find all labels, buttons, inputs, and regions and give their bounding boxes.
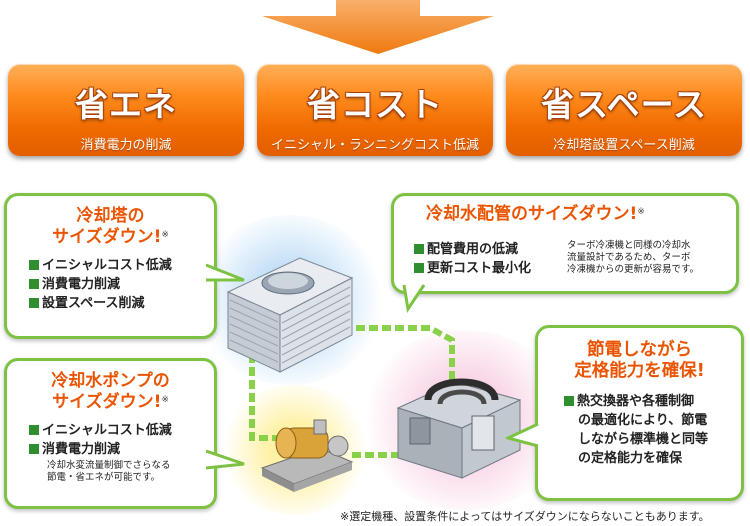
list-item: 設置スペース削減	[29, 294, 214, 313]
list-item: 消費電力削減	[29, 440, 214, 459]
header-subtitle: 冷却塔設置スペース削減	[553, 138, 695, 153]
footnote-mark: ※	[161, 395, 169, 405]
header-cost-saving: 省コスト イニシャル・ランニングコスト低減	[257, 64, 493, 156]
list-item: の定格能力を確保	[578, 451, 683, 466]
callout-pointer	[506, 422, 539, 448]
callout-pointer	[206, 449, 245, 470]
list-item: イニシャルコスト低減	[29, 421, 214, 440]
chiller-icon	[396, 378, 522, 479]
list-item: 消費電力削減	[29, 275, 214, 294]
callout-pipe: 冷却水配管のサイズダウン!※ 配管費用の低減 更新コスト最小化 ターボ冷凍機と同…	[391, 193, 739, 294]
callout-pointer	[402, 284, 426, 313]
callout-title: 冷却水ポンプの サイズダウン!※	[7, 371, 214, 413]
list-item: 更新コスト最小化	[414, 259, 531, 278]
callout-pump: 冷却水ポンプの サイズダウン!※ イニシャルコスト低減 消費電力削減 冷却水変流…	[4, 358, 217, 509]
note-line: 節電・省エネが可能です。	[47, 472, 161, 483]
callout-pointer	[206, 263, 245, 282]
callout-title-line1: 冷却水ポンプの	[51, 371, 170, 391]
callout-title: 節電しながら 定格能力を確保!	[538, 340, 741, 382]
callout-chiller: 節電しながら 定格能力を確保! 熱交換器や各種制御 の最適化により、節電 しなが…	[535, 325, 744, 501]
header-subtitle: イニシャル・ランニングコスト低減	[270, 138, 479, 153]
list-item: 熱交換器や各種制御	[564, 392, 741, 411]
note-line: 流量設計であるため、ターボ	[567, 252, 691, 263]
header-title: 省エネ	[75, 85, 177, 124]
header-subtitle: 消費電力の削減	[80, 138, 172, 153]
callout-title: 冷却塔の サイズダウン!※	[7, 206, 214, 248]
note-line: 冷凍機からの更新が容易です。	[567, 264, 700, 275]
note-line: ターボ冷凍機と同様の冷却水	[567, 240, 691, 251]
list-item: イニシャルコスト低減	[29, 256, 214, 275]
footnote-mark: ※	[161, 230, 169, 240]
list-item: しながら標準機と同等	[578, 432, 709, 447]
header-space-saving: 省スペース 冷却塔設置スペース削減	[506, 64, 742, 156]
callout-title-line2: 定格能力を確保!	[574, 361, 705, 381]
cooling-tower-icon	[226, 257, 354, 373]
pump-icon	[260, 419, 354, 492]
callout-title-line2: サイズダウン!	[52, 227, 162, 247]
callout-title-line1: 節電しながら	[587, 340, 692, 360]
header-energy-saving: 省エネ 消費電力の削減	[8, 64, 244, 156]
list-item: 配管費用の低減	[414, 240, 531, 259]
list-item: の最適化により、節電	[578, 413, 708, 428]
callout-title-line2: サイズダウン!	[52, 392, 162, 412]
note-line: 冷却水変流量制御でさらなる	[47, 460, 171, 471]
callout-title-line1: 冷却塔の	[76, 206, 145, 226]
footnote-mark: ※	[637, 207, 645, 217]
header-title: 省スペース	[540, 85, 708, 124]
header-title: 省コスト	[307, 85, 443, 124]
callout-cooling-tower: 冷却塔の サイズダウン!※ イニシャルコスト低減 消費電力削減 設置スペース削減	[4, 193, 217, 339]
footnote: ※選定機種、設置条件によってはサイズダウンにならないこともあります。	[340, 510, 710, 523]
down-arrow-icon	[262, 0, 494, 54]
callout-title: 冷却水配管のサイズダウン!※	[426, 204, 645, 224]
